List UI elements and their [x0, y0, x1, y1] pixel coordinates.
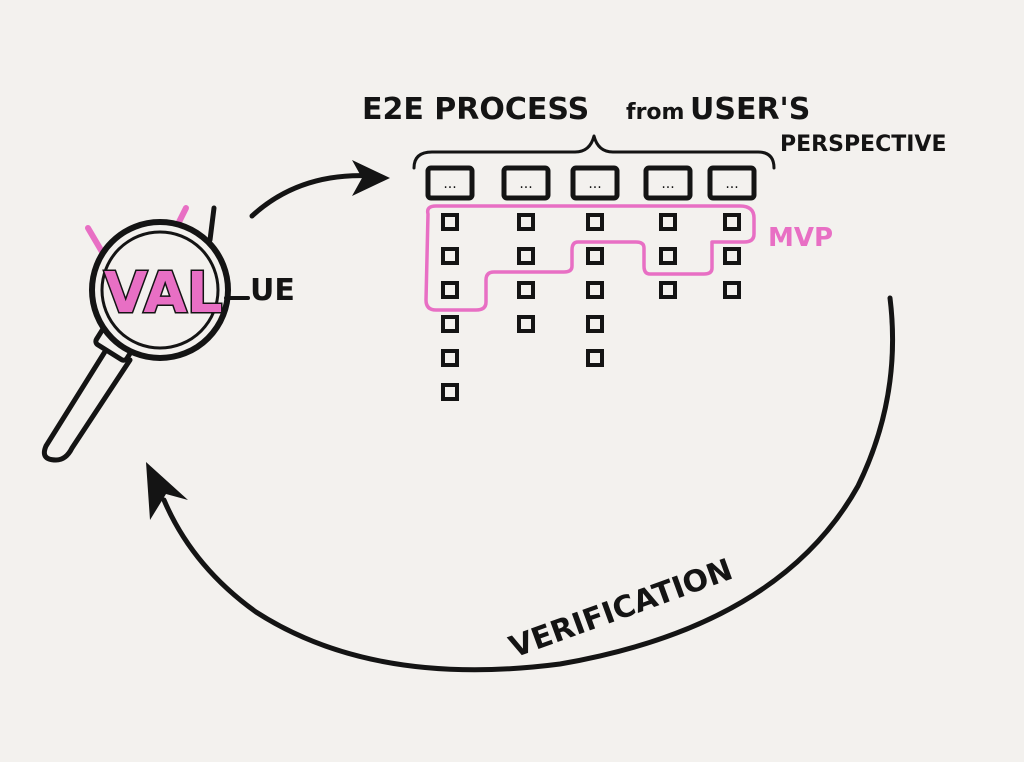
header-box-2: [501, 165, 551, 201]
value-to-process-arrowhead: [352, 160, 390, 196]
header-box-3: [570, 165, 620, 201]
step-card-5-2: [723, 247, 741, 265]
step-card-1-6: [441, 383, 459, 401]
header-box-5: [707, 165, 757, 201]
step-card-5-3: [723, 281, 741, 299]
outside-v-stroke: [207, 205, 217, 243]
value-magnified: VAL: [104, 261, 223, 326]
header-box-dots-2: ...: [519, 176, 532, 192]
step-card-4-2: [659, 247, 677, 265]
step-card-5-1: [723, 213, 741, 231]
step-card-3-5: [586, 349, 604, 367]
header-box-dots-3: ...: [588, 176, 601, 192]
step-card-3-3: [586, 281, 604, 299]
magnifier-handle: [41, 347, 133, 463]
step-card-1-2: [441, 247, 459, 265]
verification-loop-arrow: [161, 295, 896, 673]
step-card-1-3: [441, 281, 459, 299]
step-card-2-3: [517, 281, 535, 299]
step-card-columns: [441, 213, 741, 401]
step-card-2-4: [517, 315, 535, 333]
process-brace: [412, 134, 776, 170]
title-line2: PERSPECTIVE: [780, 132, 946, 157]
title-part1: E2E PROCESS: [362, 92, 589, 127]
title-part2: from: [626, 100, 684, 125]
step-card-1-1: [441, 213, 459, 231]
step-card-3-4: [586, 315, 604, 333]
magnifier-icon: VAL: [41, 205, 231, 463]
mvp-label: MVP: [768, 223, 833, 253]
title-part3: USER'S: [690, 92, 810, 127]
header-box-1: [425, 165, 475, 201]
magnifier-lens-inner: [100, 230, 220, 350]
header-boxes: ...............: [425, 165, 757, 201]
step-card-1-4: [441, 315, 459, 333]
magnifier-lens: [89, 219, 231, 361]
step-card-2-2: [517, 247, 535, 265]
step-card-1-5: [441, 349, 459, 367]
mvp-outline: [424, 204, 756, 312]
header-box-4: [643, 165, 693, 201]
header-box-dots-5: ...: [725, 176, 738, 192]
step-card-2-1: [517, 213, 535, 231]
step-card-3-1: [586, 213, 604, 231]
header-box-dots-4: ...: [661, 176, 674, 192]
verification-arrowhead: [146, 462, 188, 520]
value-rest: UE: [250, 273, 295, 308]
step-card-3-2: [586, 247, 604, 265]
step-card-4-1: [659, 213, 677, 231]
value-to-process-arrow: [249, 173, 375, 219]
step-card-4-3: [659, 281, 677, 299]
header-box-dots-1: ...: [443, 176, 456, 192]
